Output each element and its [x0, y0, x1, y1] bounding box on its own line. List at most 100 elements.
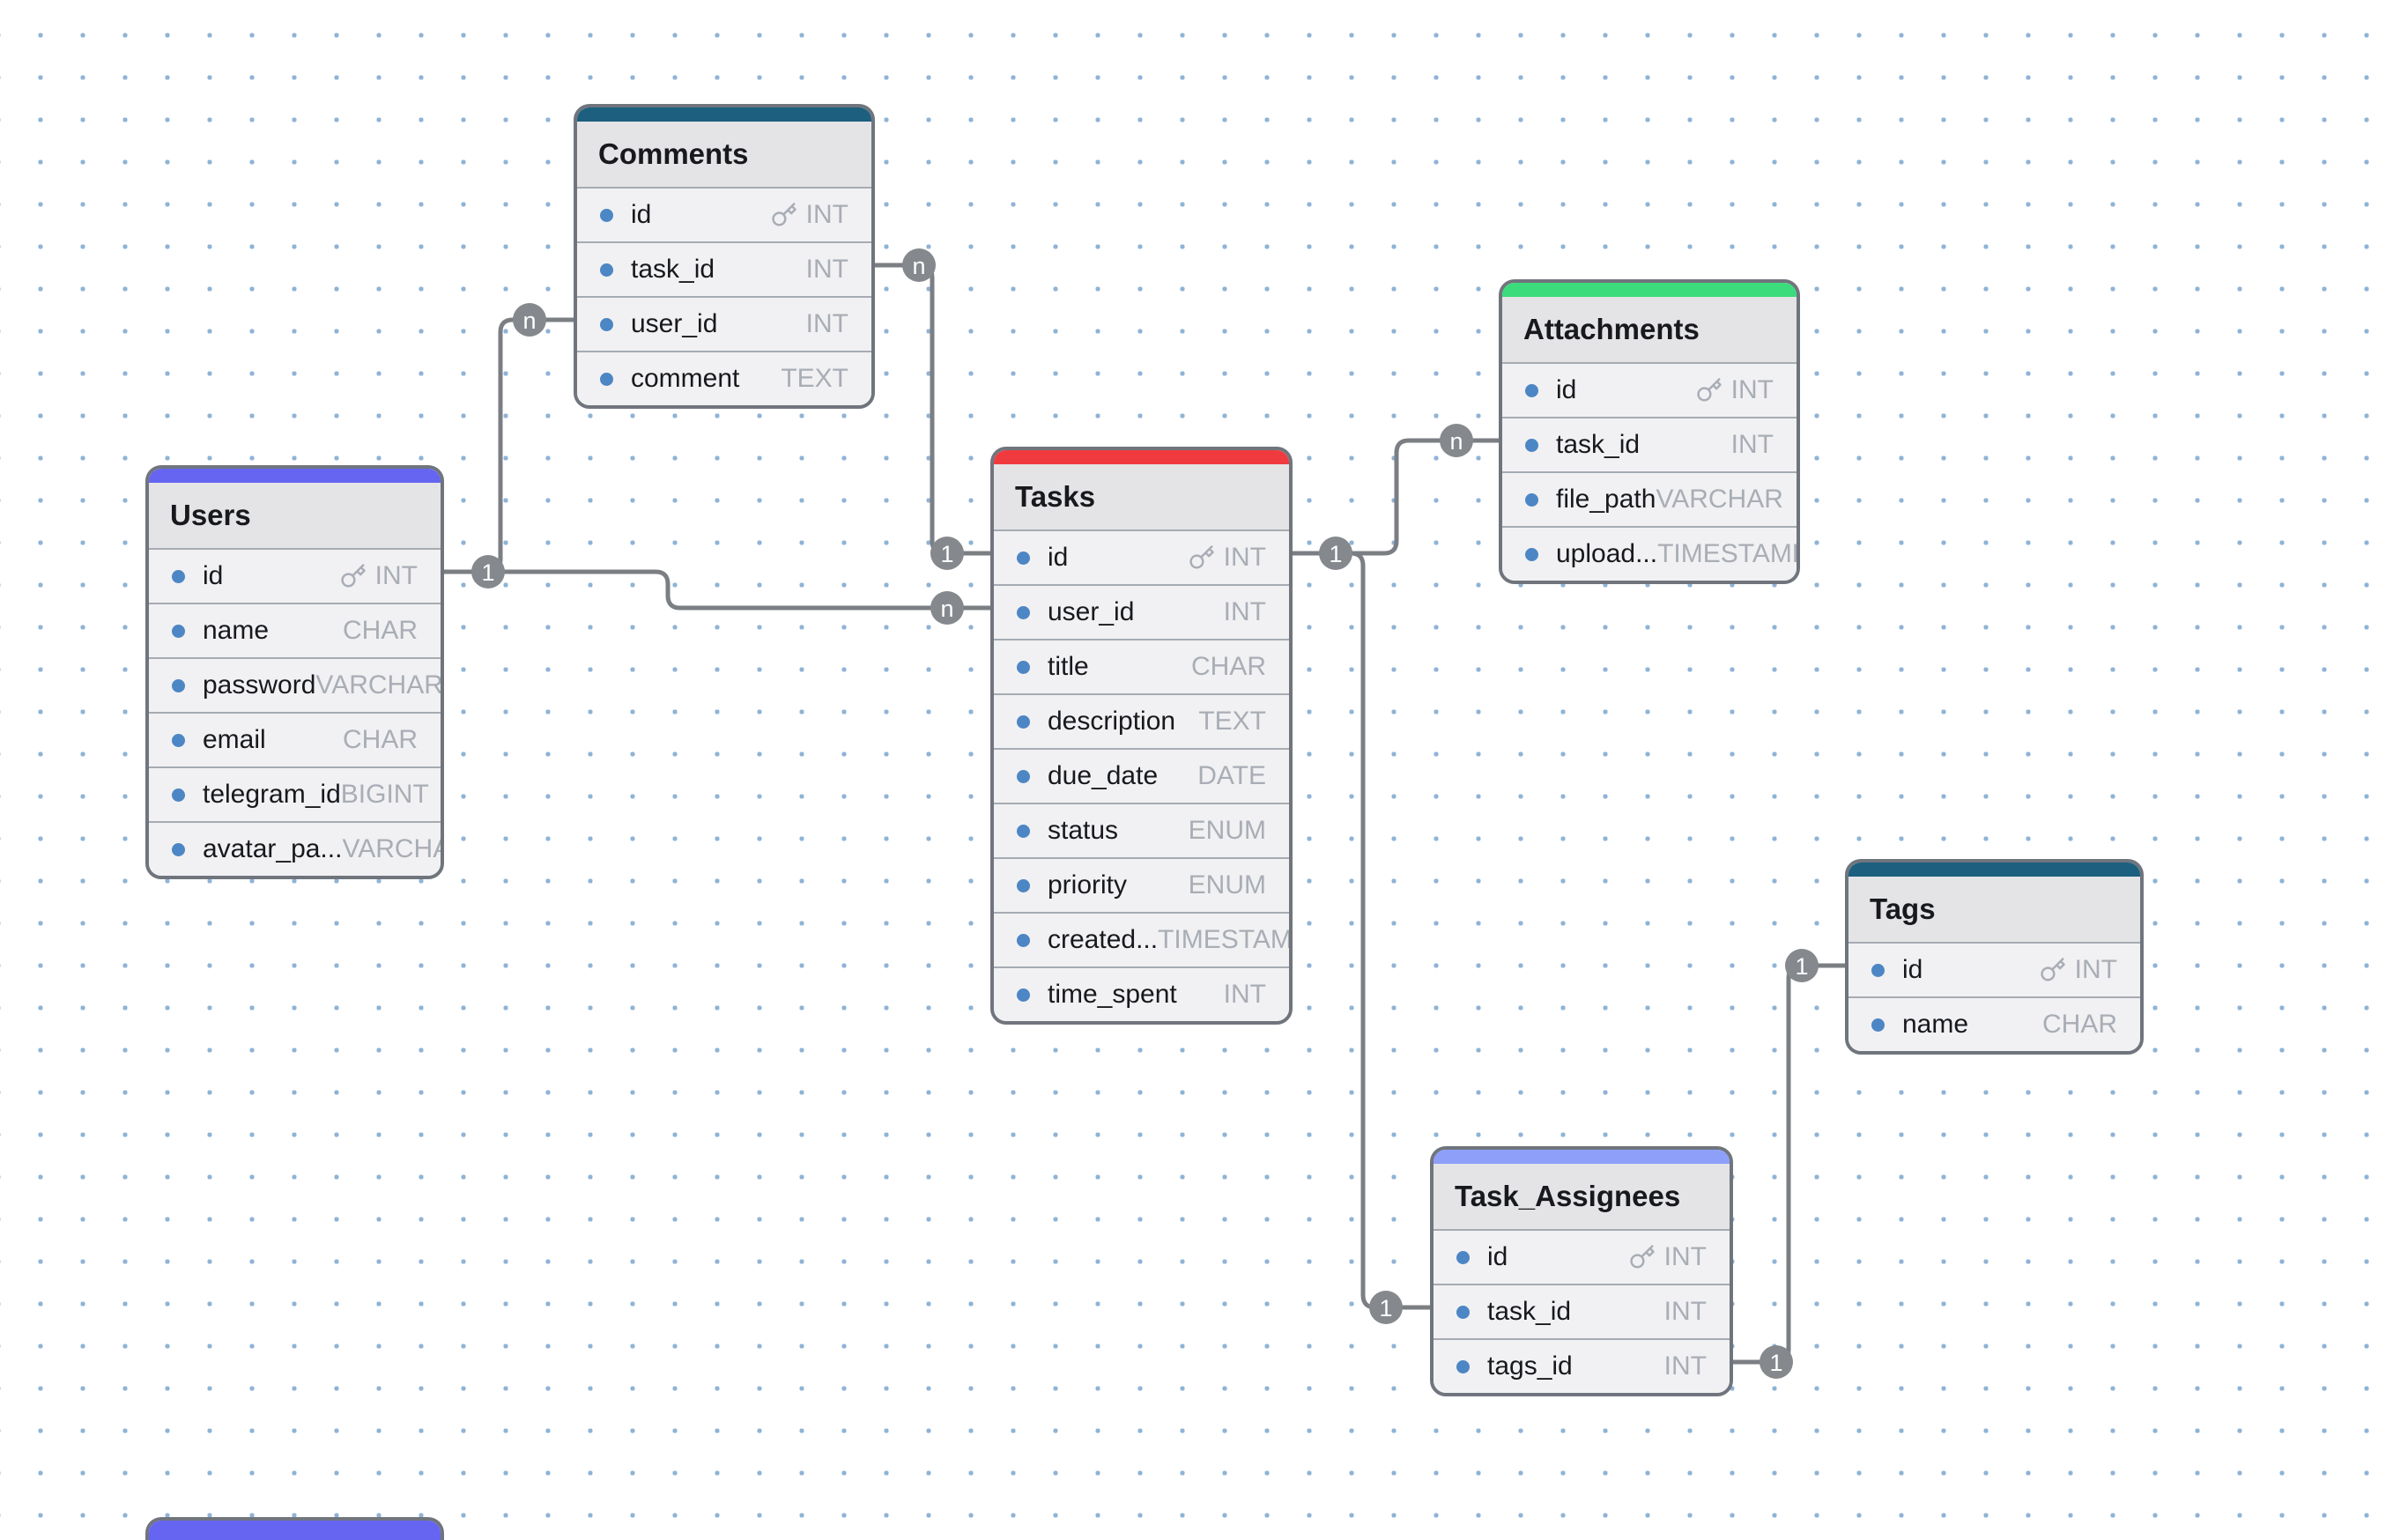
relationship-wire[interactable] [1293, 551, 1430, 1310]
cardinality-badge[interactable]: 1 [1369, 1291, 1403, 1324]
cardinality-badge[interactable]: n [930, 591, 964, 625]
field-name: upload... [1556, 539, 1658, 568]
relationship-wire[interactable] [444, 317, 574, 574]
field-name: task_id [1556, 430, 1641, 459]
table-title-text: Attachments [1523, 313, 1700, 345]
table-tags[interactable]: Tags id INT name CHAR [1845, 859, 2144, 1055]
relationship-wire[interactable] [1733, 963, 1845, 1365]
field-row[interactable]: due_date DATE [994, 748, 1289, 803]
relationship-users-tasks[interactable] [444, 569, 990, 611]
field-name: id [1048, 543, 1069, 572]
field-dot-icon [1456, 1359, 1470, 1373]
table-accent-strip [1848, 863, 2140, 877]
cardinality-badge[interactable]: 1 [1785, 949, 1819, 982]
field-type: VARCHAR [342, 834, 441, 863]
field-row[interactable]: task_id INT [577, 241, 871, 296]
badge-circle [930, 537, 964, 570]
field-dot-icon [172, 569, 185, 583]
table-task-assignees[interactable]: Task_Assignees id INT task_id INT tags_i… [1430, 1146, 1733, 1396]
field-name: task_id [1487, 1297, 1572, 1326]
field-row[interactable]: status ENUM [994, 803, 1289, 857]
cardinality-badge[interactable]: 1 [471, 555, 505, 589]
table-accent-strip [577, 107, 871, 122]
table-accent-strip [1434, 1150, 1730, 1164]
table-title-text: Comments [598, 137, 749, 170]
badge-label: n [940, 596, 953, 622]
field-row[interactable]: name CHAR [1848, 996, 2140, 1051]
field-name: id [1487, 1242, 1508, 1271]
badge-label: 1 [940, 541, 953, 567]
cardinality-badge[interactable]: 1 [930, 537, 964, 570]
field-name: file_path [1556, 485, 1656, 514]
field-row[interactable]: time_spent INT [994, 966, 1289, 1021]
primary-key-icon [1189, 545, 1214, 569]
field-row[interactable]: id INT [1434, 1229, 1730, 1284]
relationship-comments-tasks[interactable] [875, 263, 990, 556]
badge-label: 1 [481, 559, 494, 586]
relationship-users-comments[interactable] [444, 317, 574, 574]
field-type: INT [1730, 430, 1774, 459]
table-title: Tasks [994, 464, 1289, 529]
field-row[interactable]: comment TEXT [577, 351, 871, 405]
table-users[interactable]: Users id INT name CHAR password VARCHAR … [145, 465, 444, 879]
field-row[interactable]: description TEXT [994, 693, 1289, 748]
field-dot-icon [1017, 660, 1030, 674]
field-name: description [1048, 707, 1176, 736]
table-accent-strip [1502, 283, 1797, 297]
field-dot-icon [1017, 769, 1030, 783]
field-name: status [1048, 816, 1119, 845]
field-row[interactable]: id INT [149, 548, 441, 603]
field-row[interactable]: id INT [1848, 942, 2140, 996]
field-row[interactable]: created... TIMESTAMP [994, 912, 1289, 966]
field-row[interactable]: file_path VARCHAR [1502, 471, 1797, 526]
field-dot-icon [1017, 551, 1030, 565]
field-row[interactable]: upload... TIMESTAMP [1502, 526, 1797, 581]
cardinality-badge[interactable]: n [1440, 424, 1473, 457]
partial-table-header[interactable] [145, 1517, 444, 1540]
field-row[interactable]: task_id INT [1434, 1284, 1730, 1338]
badge-label: 1 [1769, 1350, 1782, 1376]
field-dot-icon [1017, 714, 1030, 729]
field-row[interactable]: id INT [577, 187, 871, 241]
cardinality-badge[interactable]: n [902, 248, 936, 282]
field-dot-icon [600, 263, 613, 277]
field-dot-icon [600, 317, 613, 331]
relationship-tasks-attachments[interactable] [1293, 438, 1499, 556]
table-title: Tags [1848, 877, 2140, 942]
field-row[interactable]: user_id INT [994, 584, 1289, 639]
field-row[interactable]: telegram_id BIGINT [149, 766, 441, 821]
field-row[interactable]: tags_id INT [1434, 1338, 1730, 1393]
field-type: INT [771, 200, 848, 230]
field-row[interactable]: email CHAR [149, 712, 441, 766]
table-tasks[interactable]: Tasks id INT user_id INT title CHAR desc… [990, 447, 1293, 1025]
field-name: id [203, 561, 224, 590]
cardinality-badge[interactable]: 1 [1760, 1345, 1793, 1379]
field-dot-icon [172, 624, 185, 638]
relationship-wire[interactable] [1293, 438, 1499, 556]
field-row[interactable]: name CHAR [149, 603, 441, 657]
field-type: INT [1223, 980, 1266, 1009]
badge-circle [1760, 1345, 1793, 1379]
primary-key-icon [341, 564, 366, 588]
field-dot-icon [600, 372, 613, 386]
relationship-wire[interactable] [444, 569, 990, 611]
table-attachments[interactable]: Attachments id INT task_id INT file_path… [1499, 279, 1800, 584]
field-row[interactable]: user_id INT [577, 296, 871, 351]
cardinality-badge[interactable]: 1 [1319, 537, 1352, 570]
field-type: ENUM [1188, 870, 1266, 900]
field-row[interactable]: task_id INT [1502, 417, 1797, 471]
relationship-wire[interactable] [875, 263, 990, 556]
field-type: DATE [1197, 761, 1266, 790]
field-row[interactable]: id INT [1502, 362, 1797, 417]
field-name: name [203, 616, 270, 645]
field-row[interactable]: password VARCHAR [149, 657, 441, 712]
field-row[interactable]: priority ENUM [994, 857, 1289, 912]
table-comments[interactable]: Comments id INT task_id INT user_id INT … [574, 104, 875, 409]
field-row[interactable]: id INT [994, 529, 1289, 584]
field-row[interactable]: title CHAR [994, 639, 1289, 693]
relationship-tasks-assignees[interactable] [1293, 551, 1430, 1310]
field-row[interactable]: avatar_pa... VARCHAR [149, 821, 441, 876]
cardinality-badge[interactable]: n [513, 303, 546, 337]
relationship-tags-assignees[interactable] [1733, 963, 1845, 1365]
